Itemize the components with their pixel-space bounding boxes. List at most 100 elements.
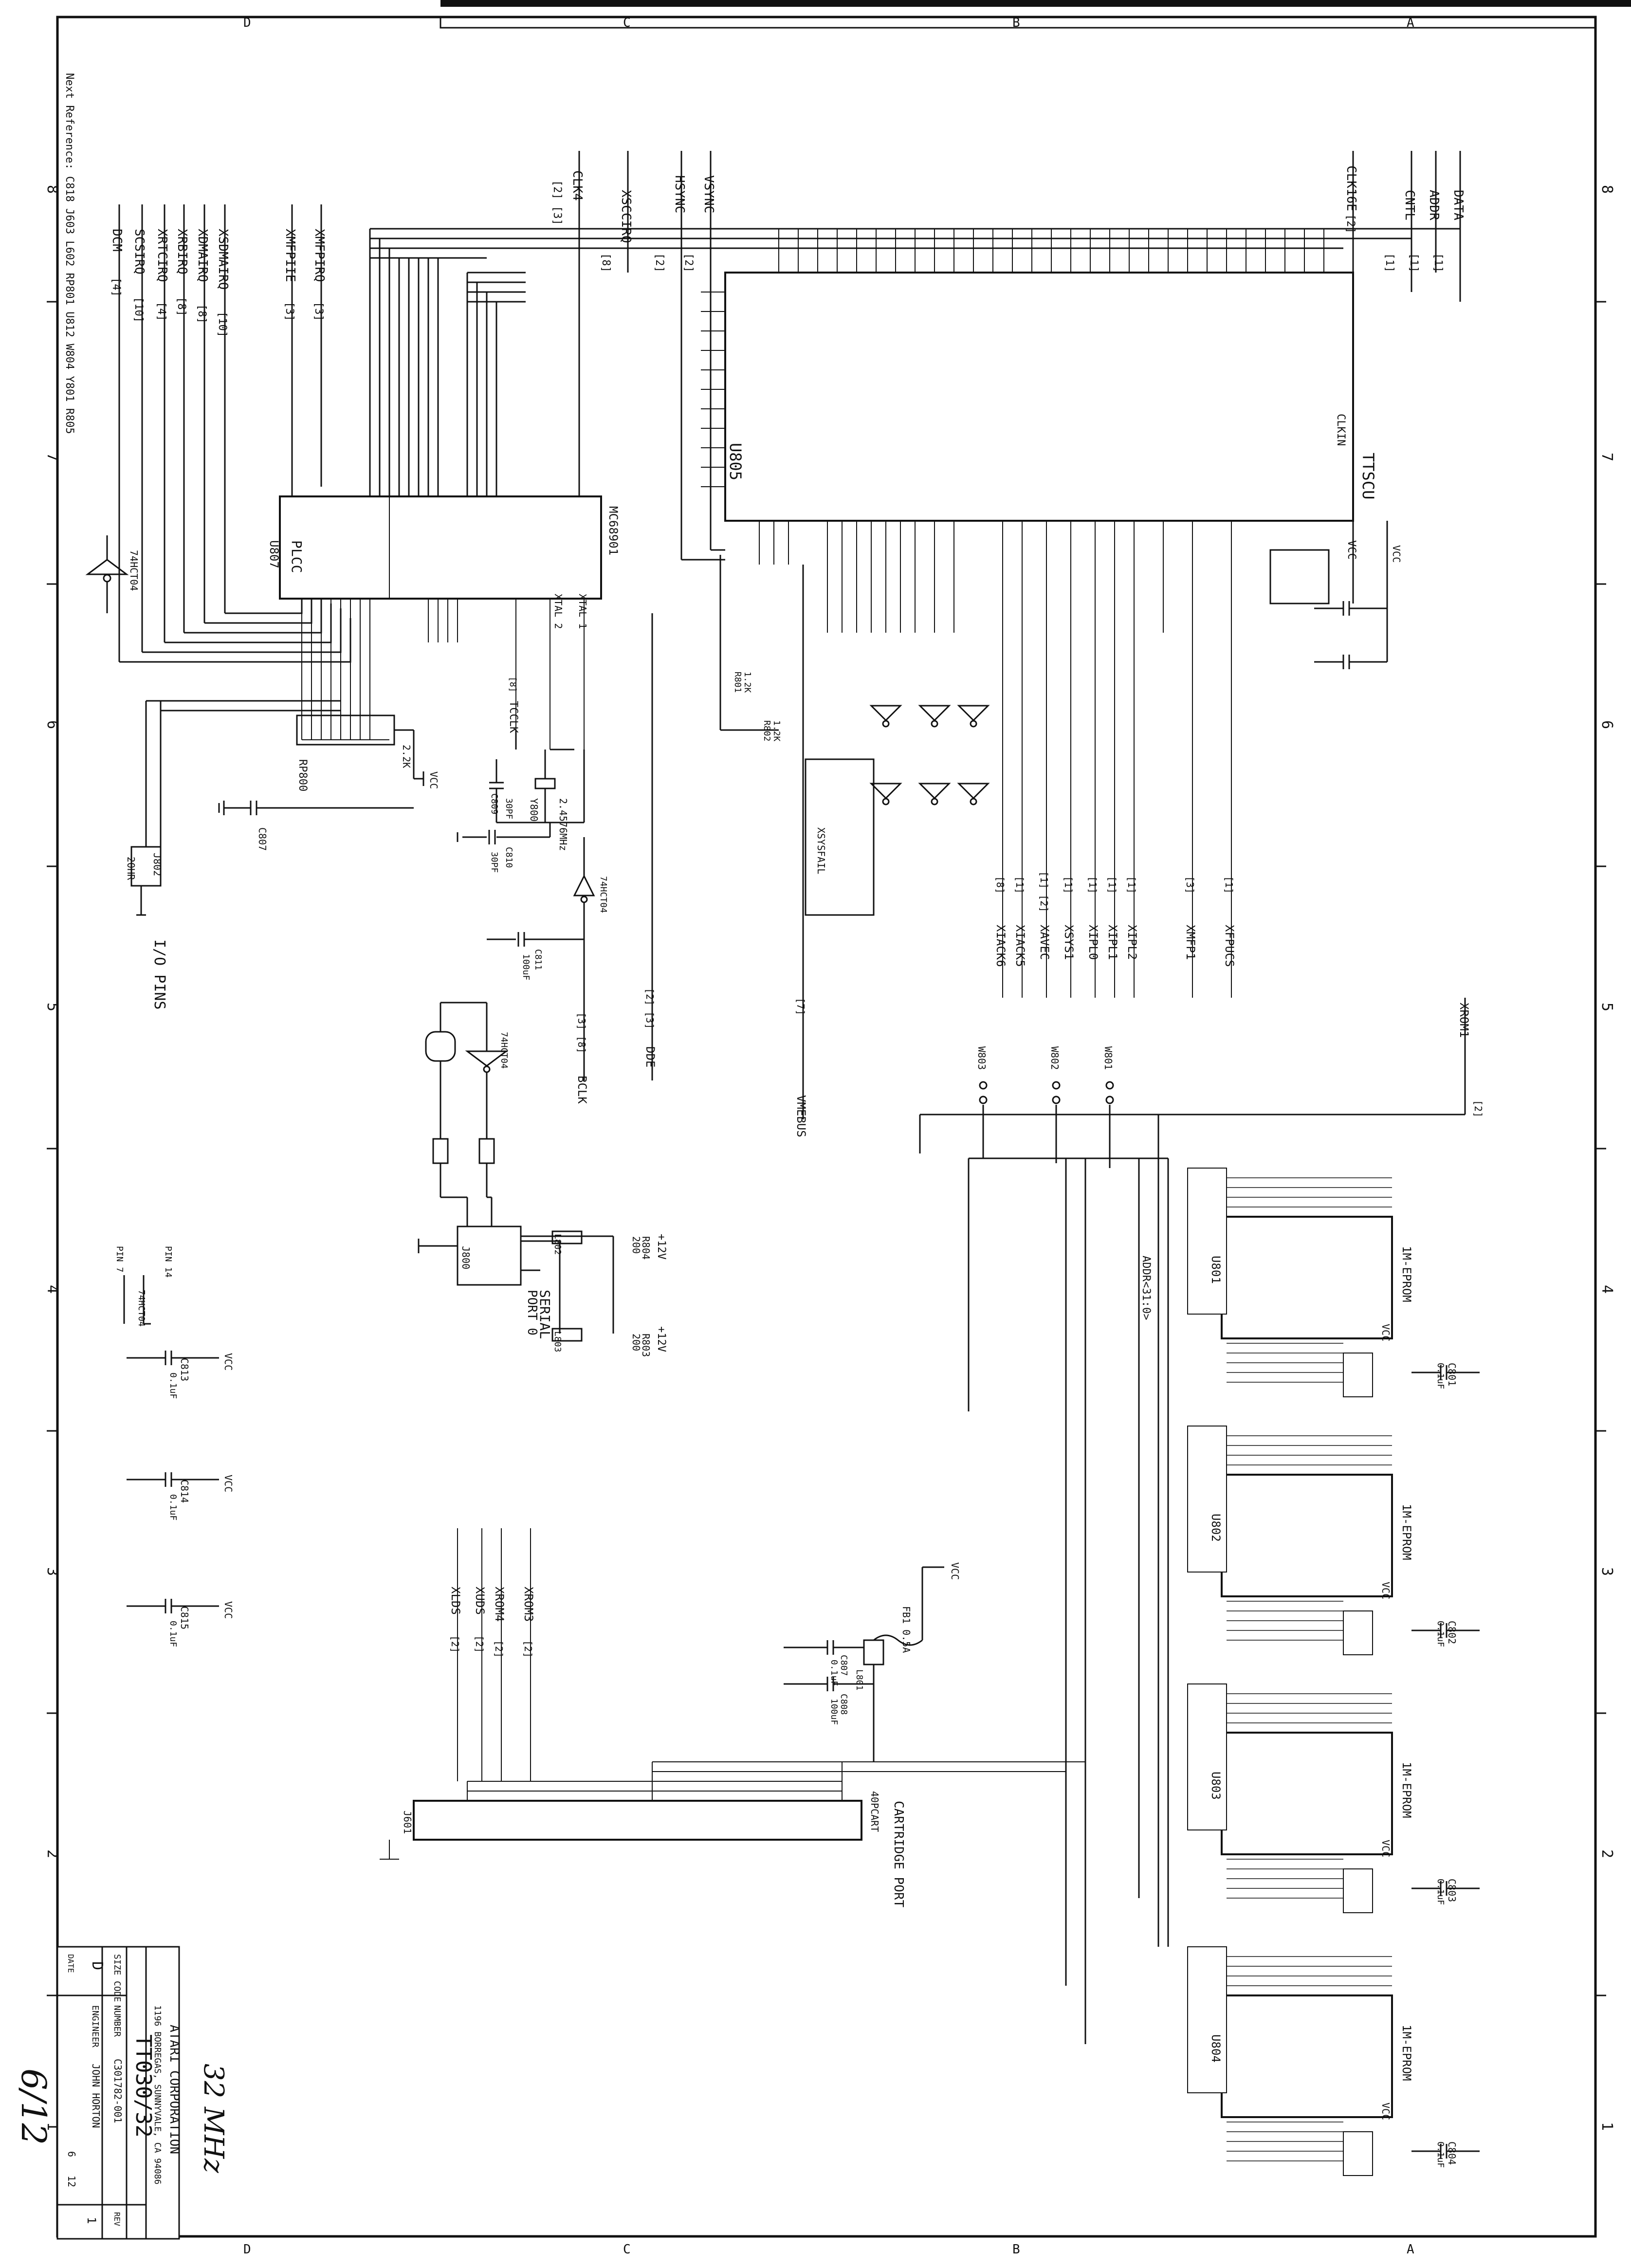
- hct04-pin7: PIN 7: [114, 1246, 125, 1272]
- signal-xrtcirq: XRTCIRQ: [155, 229, 169, 282]
- middle-output-lines: [719, 555, 875, 1119]
- u803-cap: C803: [1446, 1879, 1458, 1902]
- zone-col-6: 6: [1598, 720, 1615, 729]
- signal-xmfpirq: XMFPIRQ: [312, 229, 327, 282]
- c815-value: 0.1uF: [168, 1621, 178, 1647]
- eprom-caps: [1411, 1365, 1480, 2158]
- v12-bot: +12V: [655, 1326, 667, 1352]
- u808-part: 74HCT04: [128, 550, 140, 591]
- signal-addr: ADDR: [1427, 190, 1441, 220]
- handwritten-page: 6/12: [14, 2068, 54, 2145]
- y800-freq: 2.4576MHz: [557, 798, 569, 851]
- vcc-c813: VCC: [222, 1353, 234, 1371]
- signal-hsync-ref: [2]: [653, 253, 665, 273]
- r801-ref: R801: [733, 672, 743, 693]
- l802-ref: L802: [552, 1234, 563, 1255]
- chip-u807: [279, 495, 602, 600]
- signal-xuds-ref: [2]: [474, 1635, 485, 1653]
- signal-cntl-ref: [1]: [1383, 253, 1395, 273]
- u804-name: 1M-EPROM: [1400, 2025, 1413, 2081]
- handwritten-speed: 32 MHz: [198, 2064, 229, 2173]
- out-xiack6-ref: [8]: [994, 876, 1006, 894]
- zone-row-b-bottom: B: [1012, 2242, 1020, 2257]
- vcc-label-rp800: VCC: [428, 771, 440, 789]
- zone-col-4: 4: [1598, 1285, 1615, 1294]
- zone-col-3: 3: [1598, 1567, 1615, 1576]
- serial-port-j800: [418, 1100, 614, 1342]
- cartridge-label: CARTRIDGE PORT: [891, 1801, 906, 1907]
- out-xavec: XAVEC: [1038, 925, 1051, 960]
- j802-ref: J802: [151, 853, 163, 876]
- signal-vmebus-ref: [7]: [795, 998, 806, 1015]
- signal-xsccirq-ref: [8]: [600, 253, 612, 273]
- rp800-ref: RP800: [296, 759, 309, 791]
- io-pins-label: I/O PINS: [151, 939, 168, 1010]
- c808-ref: C808: [839, 1694, 849, 1715]
- signal-hsync: HSYNC: [672, 175, 687, 213]
- u801-ref: U801: [1209, 1256, 1223, 1284]
- c809-value: 30PF: [504, 798, 514, 819]
- j800-ref: J800: [460, 1246, 472, 1269]
- fuse-label: FB1 0.5A: [900, 1606, 912, 1653]
- signal-xmfpiie-ref: [3]: [283, 302, 295, 321]
- signal-xuds: XUDS: [473, 1587, 487, 1615]
- out-xfpucs: XFPUCS: [1223, 925, 1236, 967]
- zone-row-a: A: [1407, 16, 1414, 30]
- signal-xdmairq: XDMAIRQ: [195, 229, 210, 282]
- vcc-c815: VCC: [222, 1601, 234, 1619]
- title-rev-label: REV: [112, 2212, 122, 2226]
- u804-vcc: VCC: [1380, 2103, 1392, 2120]
- clock-output-lines: [515, 467, 653, 1080]
- out-xiack5-ref: [1]: [1014, 876, 1026, 894]
- zone-col-3-left: 3: [44, 1567, 61, 1576]
- l803-ref: L803: [552, 1331, 563, 1352]
- cartridge-vcc: VCC: [949, 1562, 961, 1580]
- zone-col-5-left: 5: [44, 1003, 61, 1011]
- signal-xrom4-ref: [2]: [493, 1640, 505, 1658]
- vcc-c814: VCC: [222, 1475, 234, 1492]
- rp800-value: 2.2K: [401, 745, 412, 768]
- cartridge-port-j601: [413, 1800, 862, 1841]
- title-name: TT030/32: [131, 2034, 156, 2138]
- u805-name: TTSCU: [1359, 453, 1377, 499]
- c813-value: 0.1uF: [168, 1372, 178, 1399]
- c811-capacitor: [487, 925, 585, 947]
- out-xipl0: XIPL0: [1086, 925, 1100, 960]
- zone-col-2: 2: [1598, 1849, 1615, 1858]
- u802-ref: U802: [1209, 1514, 1223, 1542]
- net-reference: Next Reference: C818 J603 L602 RP801 U81…: [63, 73, 75, 434]
- u805-clkin: CLKIN: [1335, 414, 1347, 446]
- u801-name: 1M-EPROM: [1400, 1246, 1413, 1302]
- out-xavec-ref: [1] [2]: [1038, 871, 1050, 912]
- out-xipl1-ref: [1]: [1106, 876, 1118, 894]
- zone-col-1: 1: [1598, 2122, 1615, 2131]
- signal-xrom1: XROM1: [1457, 1003, 1471, 1038]
- out-xsys1-ref: [1]: [1063, 876, 1074, 894]
- title-number-label: NUMBER: [112, 2005, 122, 2037]
- u805-ref: U805: [726, 443, 745, 480]
- signal-xlds: XLDS: [449, 1587, 462, 1615]
- signal-xrbirq: XRBIRQ: [175, 229, 189, 274]
- zone-col-2-left: 2: [44, 1849, 61, 1858]
- c810-value: 30PF: [489, 852, 499, 873]
- signal-xsdmairq-ref: [10]: [216, 311, 228, 337]
- u808b-part: 74HCT04: [598, 876, 608, 913]
- xrom1-line: [1158, 998, 1466, 1116]
- signal-cntl: CNTL: [1402, 190, 1417, 220]
- eprom-pin-lines: [1227, 1177, 1392, 2161]
- u809-gates: [425, 1002, 509, 1110]
- zone-labels: 8 7 6 5 4 3 2 1 8 7 6 5 4 3 2 1 A B C D …: [44, 16, 1615, 2257]
- zone-col-8-left: 8: [44, 185, 61, 194]
- signal-xsysfail: XSYSFAIL: [815, 827, 827, 874]
- title-sheet: 6: [66, 2151, 77, 2157]
- c812-ref: C807: [257, 827, 268, 851]
- title-block: [56, 1946, 180, 2240]
- title-rev: 1: [85, 2217, 98, 2224]
- hct04-pin14: PIN 14: [163, 1246, 173, 1278]
- left-signal-labels: DCM [4] SCSIRQ [10] XRTCIRQ [4] XRBIRQ […: [110, 229, 327, 337]
- signal-dde-ref: [2] [3]: [644, 988, 656, 1029]
- c811-ref: C811: [533, 949, 543, 970]
- decoupling-caps: [127, 1351, 219, 1613]
- u804-cap: C804: [1446, 2141, 1458, 2165]
